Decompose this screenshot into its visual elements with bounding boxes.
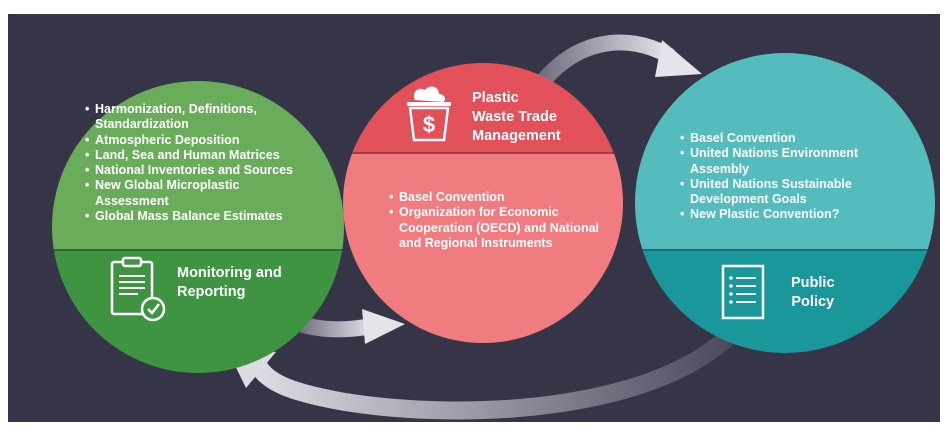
- list-item: Basel Convention: [389, 190, 609, 206]
- list-item: New Global Microplastic Assessment: [85, 178, 310, 209]
- policy-bullet-list: Basel Convention United Nations Environm…: [680, 131, 895, 223]
- monitoring-bullet-list: Harmonization, Definitions, Standardizat…: [85, 102, 335, 225]
- policy-divider: [635, 249, 935, 251]
- clipboard-check-icon: [110, 256, 166, 322]
- list-item: United Nations Sustainable Development G…: [680, 177, 885, 208]
- list-item: Land, Sea and Human Matrices: [85, 148, 335, 164]
- trade-title-line2: Waste Trade: [472, 109, 557, 125]
- list-item: Atmospheric Deposition: [85, 133, 335, 149]
- list-item: National Inventories and Sources: [85, 163, 335, 179]
- monitoring-circle-bottom: [52, 249, 344, 373]
- policy-title-line1: Public: [791, 275, 835, 291]
- trade-title-line1: Plastic: [472, 90, 519, 106]
- list-item: Harmonization, Definitions, Standardizat…: [85, 102, 335, 133]
- policy-circle-bottom: [635, 249, 935, 353]
- monitoring-title-line2: Reporting: [177, 284, 246, 300]
- trade-bullet-list: Basel Convention Organization for Econom…: [389, 190, 609, 251]
- trade-title: Plastic Waste Trade Management: [472, 89, 561, 146]
- document-icon: [721, 264, 765, 320]
- policy-title: Public Policy: [791, 274, 835, 312]
- list-item: United Nations Environment Assembly: [680, 146, 860, 177]
- trade-title-line3: Management: [472, 128, 561, 144]
- svg-text:$: $: [423, 112, 435, 137]
- monitoring-divider: [52, 249, 344, 251]
- trade-divider: [343, 152, 623, 154]
- list-item: Global Mass Balance Estimates: [85, 209, 335, 225]
- policy-title-line2: Policy: [791, 294, 835, 310]
- list-item: Organization for Economic Cooperation (O…: [389, 205, 599, 251]
- list-item: Basel Convention: [680, 131, 895, 147]
- trade-circle-top: [343, 63, 623, 153]
- dollar-bin-icon: $: [407, 86, 451, 142]
- list-item: New Plastic Convention?: [680, 207, 895, 223]
- monitoring-title-line1: Monitoring and: [177, 265, 282, 281]
- monitoring-title: Monitoring and Reporting: [177, 264, 282, 302]
